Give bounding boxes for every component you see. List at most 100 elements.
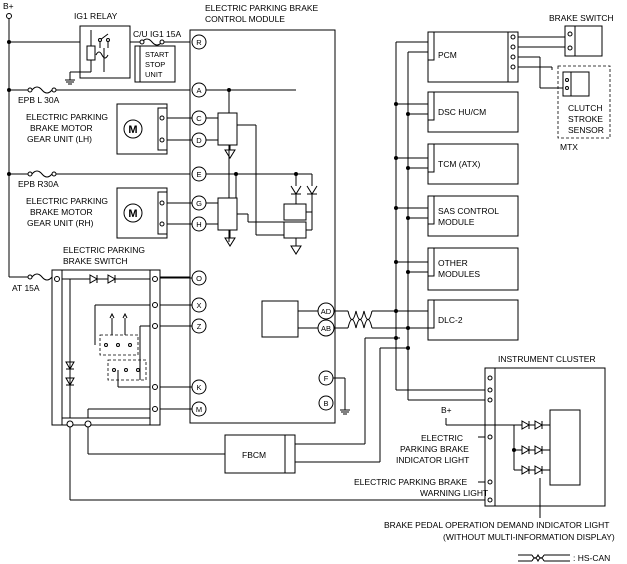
epb-module-internals xyxy=(206,88,318,338)
motor-rh-label-3: GEAR UNIT (RH) xyxy=(27,218,94,228)
clutch-sensor xyxy=(557,65,611,139)
svg-text:Z: Z xyxy=(197,322,202,331)
tcm-label: TCM (ATX) xyxy=(438,159,481,169)
instrument-cluster-label: INSTRUMENT CLUSTER xyxy=(498,354,596,364)
motor-lh-symbol: M xyxy=(128,124,137,136)
fbcm-wires xyxy=(295,337,408,463)
epb-switch xyxy=(51,269,192,428)
motor-lh-label-3: GEAR UNIT (LH) xyxy=(27,134,92,144)
pin-AB: AB xyxy=(317,319,335,337)
fuse-epb-r xyxy=(27,170,192,178)
svg-text:X: X xyxy=(196,301,201,310)
start-stop-unit-label-2: STOP xyxy=(145,60,165,69)
other-modules xyxy=(427,247,519,291)
dsc-module xyxy=(427,91,519,133)
motor-rh-label-2: BRAKE MOTOR xyxy=(30,207,93,217)
motor-lh-label-1: ELECTRIC PARKING xyxy=(26,112,108,122)
b-plus-label: B+ xyxy=(3,1,14,11)
epb-warning-label-1: ELECTRIC PARKING BRAKE xyxy=(354,477,468,487)
pedal-indicator-label-1: BRAKE PEDAL OPERATION DEMAND INDICATOR L… xyxy=(384,520,609,530)
motor-lh xyxy=(116,103,192,155)
svg-text:O: O xyxy=(196,274,202,283)
fuse-epb-l xyxy=(27,86,192,94)
epb-indicator-label-3: INDICATOR LIGHT xyxy=(396,455,469,465)
svg-text:G: G xyxy=(196,199,202,208)
svg-text:K: K xyxy=(196,383,201,392)
pin-K: K xyxy=(191,379,207,395)
svg-text:H: H xyxy=(196,220,201,229)
dlc2-label: DLC-2 xyxy=(438,315,463,325)
hs-can-bus xyxy=(334,41,488,401)
motor-lh-label-2: BRAKE MOTOR xyxy=(30,123,93,133)
sas-label-2: MODULE xyxy=(438,217,475,227)
pin-A: A xyxy=(191,82,207,98)
sas-module xyxy=(427,195,519,237)
svg-text:F: F xyxy=(324,374,329,383)
pin-F: F xyxy=(318,370,334,386)
fuse-at-label: AT 15A xyxy=(12,283,40,293)
sas-label-1: SAS CONTROL xyxy=(438,206,499,216)
hs-can-legend-label: : HS-CAN xyxy=(573,553,610,563)
svg-text:C: C xyxy=(196,114,202,123)
svg-text:AB: AB xyxy=(321,324,331,333)
pin-D: D xyxy=(191,132,207,148)
epb-module-label-2: CONTROL MODULE xyxy=(205,14,285,24)
fuse-cu-ig1-label: C/U IG1 15A xyxy=(133,29,182,39)
epb-switch-label-2: BRAKE SWITCH xyxy=(63,256,128,266)
clutch-sensor-label-3: SENSOR xyxy=(568,125,604,135)
svg-text:M: M xyxy=(196,405,202,414)
module-ground xyxy=(333,377,350,415)
motor-rh-label-1: ELECTRIC PARKING xyxy=(26,196,108,206)
epb-switch-label-1: ELECTRIC PARKING xyxy=(63,245,145,255)
pin-O: O xyxy=(191,270,207,286)
pin-X: X xyxy=(191,297,207,313)
clutch-sensor-label-1: CLUTCH xyxy=(568,103,602,113)
fuse-epb-r-label: EPB R30A xyxy=(18,179,59,189)
svg-text:R: R xyxy=(196,38,202,47)
pin-M: M xyxy=(191,401,207,417)
other-modules-label-2: MODULES xyxy=(438,269,480,279)
start-stop-unit-label-3: UNIT xyxy=(145,70,163,79)
tcm-module xyxy=(427,143,519,185)
epb-warning-label-2: WARNING LIGHT xyxy=(420,488,488,498)
pin-C: C xyxy=(191,110,207,126)
other-modules-label-1: OTHER xyxy=(438,258,468,268)
epb-control-module-box xyxy=(189,29,336,424)
pin-G: G xyxy=(191,195,207,211)
pin-R: R xyxy=(191,34,207,50)
pedal-indicator-label-2: (WITHOUT MULTI-INFORMATION DISPLAY) xyxy=(443,532,615,542)
epb-indicator-label-2: PARKING BRAKE xyxy=(400,444,469,454)
svg-text:E: E xyxy=(196,170,201,179)
dlc2-module xyxy=(427,299,519,341)
svg-text:B: B xyxy=(323,399,328,408)
fuse-epb-l-label: EPB L 30A xyxy=(18,95,60,105)
svg-text:AD: AD xyxy=(321,307,332,316)
brake-switch xyxy=(510,25,603,89)
fuse-cu-ig1 xyxy=(130,38,192,46)
pin-B: B xyxy=(318,395,334,411)
instrument-cluster xyxy=(445,367,606,518)
pin-Z: Z xyxy=(191,318,207,334)
start-stop-unit-label-1: START xyxy=(145,50,169,59)
switch-wires xyxy=(69,427,488,501)
cluster-b-plus-label: B+ xyxy=(441,405,452,415)
dsc-label: DSC HU/CM xyxy=(438,107,486,117)
svg-text:A: A xyxy=(196,86,201,95)
ig1-relay-label: IG1 RELAY xyxy=(74,11,118,21)
ig1-relay xyxy=(65,25,135,85)
motor-rh-symbol: M xyxy=(128,208,137,220)
start-stop-unit-box xyxy=(134,45,176,83)
pin-AD: AD xyxy=(317,302,335,320)
fbcm-connector xyxy=(284,434,296,474)
motor-rh xyxy=(116,187,192,239)
epb-module-label-1: ELECTRIC PARKING BRAKE xyxy=(205,3,319,13)
b-plus-rails xyxy=(6,13,80,278)
epb-indicator-label-1: ELECTRIC xyxy=(421,433,463,443)
start-stop-unit-connector xyxy=(134,45,141,83)
svg-text:D: D xyxy=(196,136,202,145)
pcm-label: PCM xyxy=(438,50,457,60)
hs-can-legend-symbol xyxy=(518,553,570,563)
fbcm-label: FBCM xyxy=(242,450,266,460)
pin-H: H xyxy=(191,216,207,232)
